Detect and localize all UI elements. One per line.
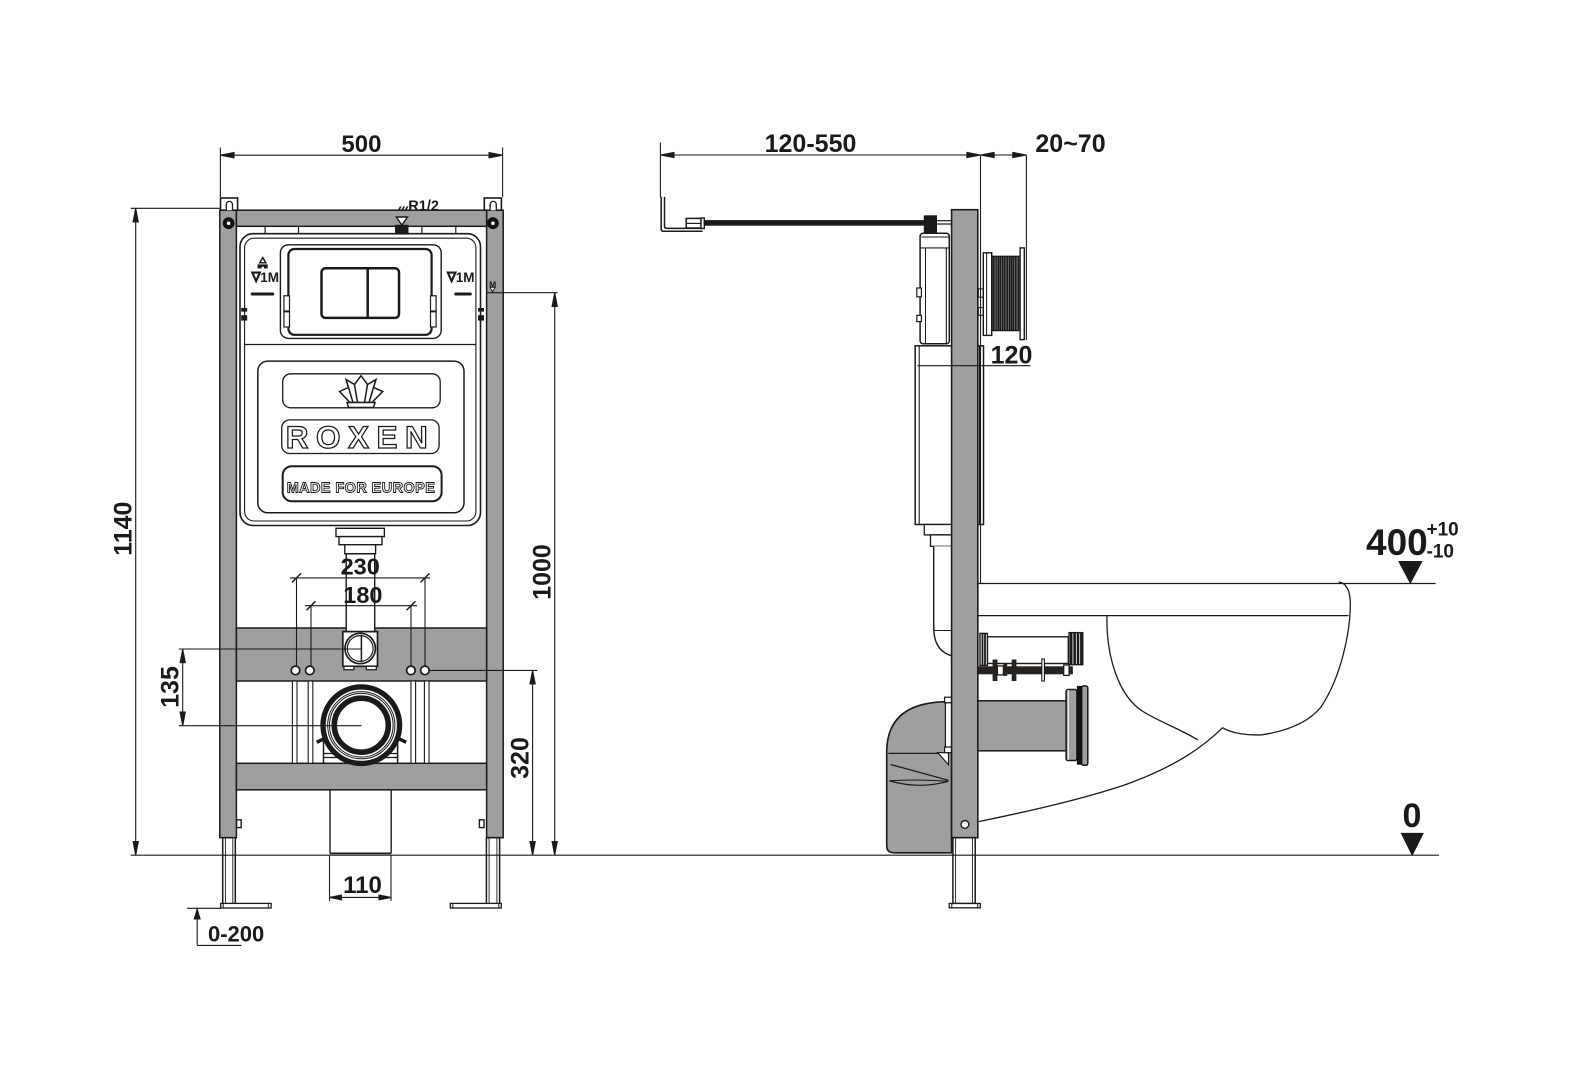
svg-text:+10: +10 (1427, 520, 1459, 541)
svg-text:0: 0 (1403, 797, 1422, 835)
svg-text:-10: -10 (1427, 542, 1454, 563)
svg-text:400: 400 (1366, 522, 1428, 563)
svg-text:R1/2: R1/2 (408, 199, 439, 215)
svg-text:0-200: 0-200 (208, 921, 264, 946)
svg-text:20~70: 20~70 (1035, 130, 1105, 158)
svg-text:1140: 1140 (110, 502, 138, 556)
svg-text:1M: 1M (456, 270, 475, 285)
svg-text:1M: 1M (260, 270, 279, 285)
svg-text:ROXEN: ROXEN (286, 419, 436, 455)
svg-text:135: 135 (157, 666, 185, 708)
svg-text:120: 120 (991, 342, 1033, 370)
svg-text:110: 110 (343, 872, 382, 899)
svg-text:180: 180 (343, 582, 382, 608)
svg-text:320: 320 (507, 737, 535, 779)
svg-text:1000: 1000 (529, 544, 557, 600)
svg-text:MADE FOR EUROPE: MADE FOR EUROPE (287, 481, 436, 497)
svg-text:M: M (489, 280, 496, 290)
svg-text:120-550: 120-550 (765, 130, 857, 158)
svg-text:230: 230 (341, 554, 380, 580)
svg-text:500: 500 (341, 131, 381, 158)
